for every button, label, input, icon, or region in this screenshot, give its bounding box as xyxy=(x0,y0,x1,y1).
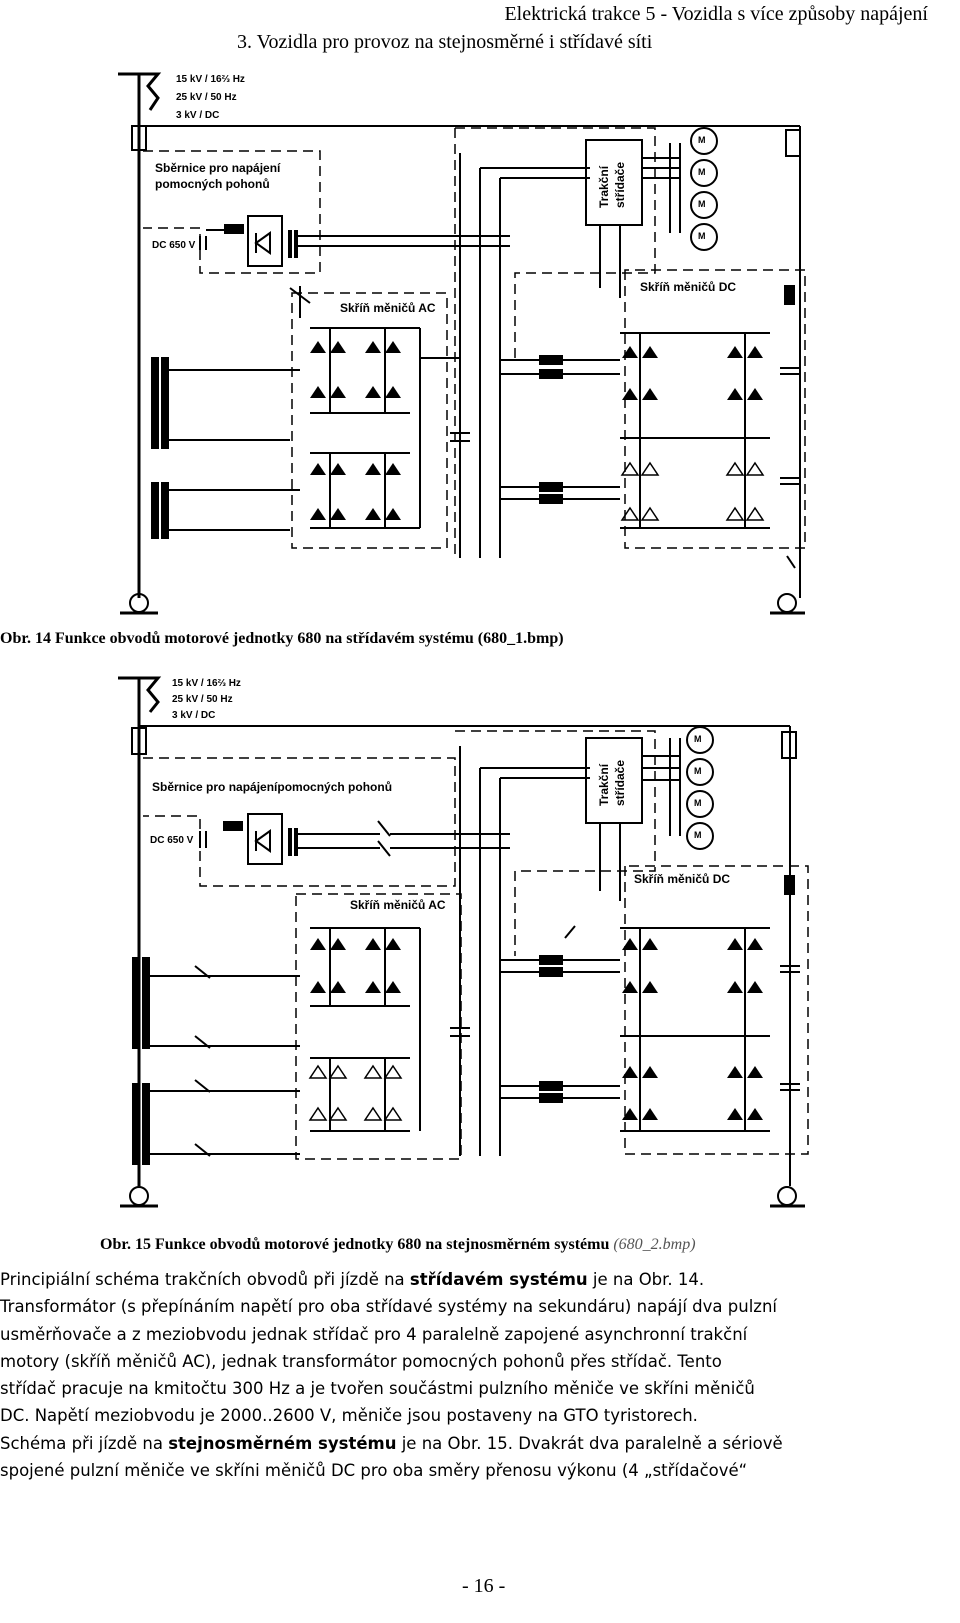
figure-15-caption-ref: (680_2.bmp) xyxy=(613,1236,696,1253)
aux-bus-label: Sběrnice pro napájenípomocných pohonů xyxy=(152,780,392,794)
voltage-label: 3 kV / DC xyxy=(176,110,219,121)
motor-label: M xyxy=(694,766,702,776)
figure-15-diagram: 15 kV / 16⅔ Hz 25 kV / 50 Hz 3 kV / DC S… xyxy=(0,676,960,1231)
motor-label: M xyxy=(694,830,702,840)
motor-label: M xyxy=(698,167,706,177)
voltage-label: 15 kV / 16⅔ Hz xyxy=(176,74,245,85)
header-subtitle: 3. Vozidla pro provoz na stejnosměrné i … xyxy=(237,31,653,53)
voltage-label: 25 kV / 50 Hz xyxy=(172,694,233,705)
paragraph-line: motory (skříň měničů AC), jednak transfo… xyxy=(0,1351,722,1371)
inverter-label: střídače xyxy=(613,162,627,208)
text-run: Principiální schéma trakčních obvodů při… xyxy=(0,1270,410,1289)
motor-label: M xyxy=(698,231,706,241)
ac-cabinet-label: Skříň měničů AC xyxy=(340,301,436,315)
voltage-label: 3 kV / DC xyxy=(172,710,215,721)
dc-cabinet-label: Skříň měničů DC xyxy=(634,872,730,886)
figure-15-caption: Obr. 15 Funkce obvodů motorové jednotky … xyxy=(100,1236,696,1254)
paragraph-line: střídač pracuje na kmitočtu 300 Hz a je … xyxy=(0,1379,755,1399)
paragraph-line: usměrňovače a z meziobvodu jednak střída… xyxy=(0,1324,748,1344)
dc-cabinet-label: Skříň měničů DC xyxy=(640,280,736,294)
text-run: je na Obr. 15. Dvakrát dva paralelně a s… xyxy=(396,1433,783,1453)
inverter-label: střídače xyxy=(613,760,627,806)
ac-cabinet-label: Skříň měničů AC xyxy=(350,898,446,912)
dc-voltage-label: DC 650 V xyxy=(152,240,196,251)
dc-voltage-label: DC 650 V xyxy=(150,835,194,846)
motor-label: M xyxy=(698,135,706,145)
figure-15-caption-main: Obr. 15 Funkce obvodů motorové jednotky … xyxy=(100,1236,614,1253)
text-run: Schéma při jízdě na xyxy=(0,1433,169,1453)
figure-14-caption: Obr. 14 Funkce obvodů motorové jednotky … xyxy=(0,630,564,647)
paragraph-line: Schéma při jízdě na stejnosměrném systém… xyxy=(0,1430,940,1457)
voltage-label: 15 kV / 16⅔ Hz xyxy=(172,678,241,689)
aux-bus-label: pomocných pohonů xyxy=(155,177,270,191)
inverter-label: Trakční xyxy=(597,763,611,806)
figure-14-diagram: 15 kV / 16⅔ Hz 25 kV / 50 Hz 3 kV / DC S… xyxy=(0,58,960,638)
motor-label: M xyxy=(694,734,702,744)
motor-label: M xyxy=(694,798,702,808)
page-number: - 16 - xyxy=(462,1575,506,1597)
paragraph-line: spojené pulzní měniče ve skříni měničů D… xyxy=(0,1461,748,1481)
inverter-label: Trakční xyxy=(597,165,611,208)
header-title: Elektrická trakce 5 - Vozidla s více způ… xyxy=(504,3,928,25)
motor-label: M xyxy=(698,199,706,209)
aux-bus-label: Sběrnice pro napájení xyxy=(155,161,281,175)
text-run: je na Obr. 14. xyxy=(587,1270,705,1289)
paragraph-line: Transformátor (s přepínáním napětí pro o… xyxy=(0,1297,777,1317)
emphasis-dc-system: stejnosměrném systému xyxy=(168,1433,397,1453)
paragraph-line: DC. Napětí meziobvodu je 2000..2600 V, m… xyxy=(0,1406,698,1426)
body-text: Principiální schéma trakčních obvodů při… xyxy=(0,1266,940,1484)
paragraph-line: Principiální schéma trakčních obvodů při… xyxy=(0,1266,940,1293)
voltage-label: 25 kV / 50 Hz xyxy=(176,92,237,103)
emphasis-ac-system: střídavém systému xyxy=(409,1270,588,1289)
